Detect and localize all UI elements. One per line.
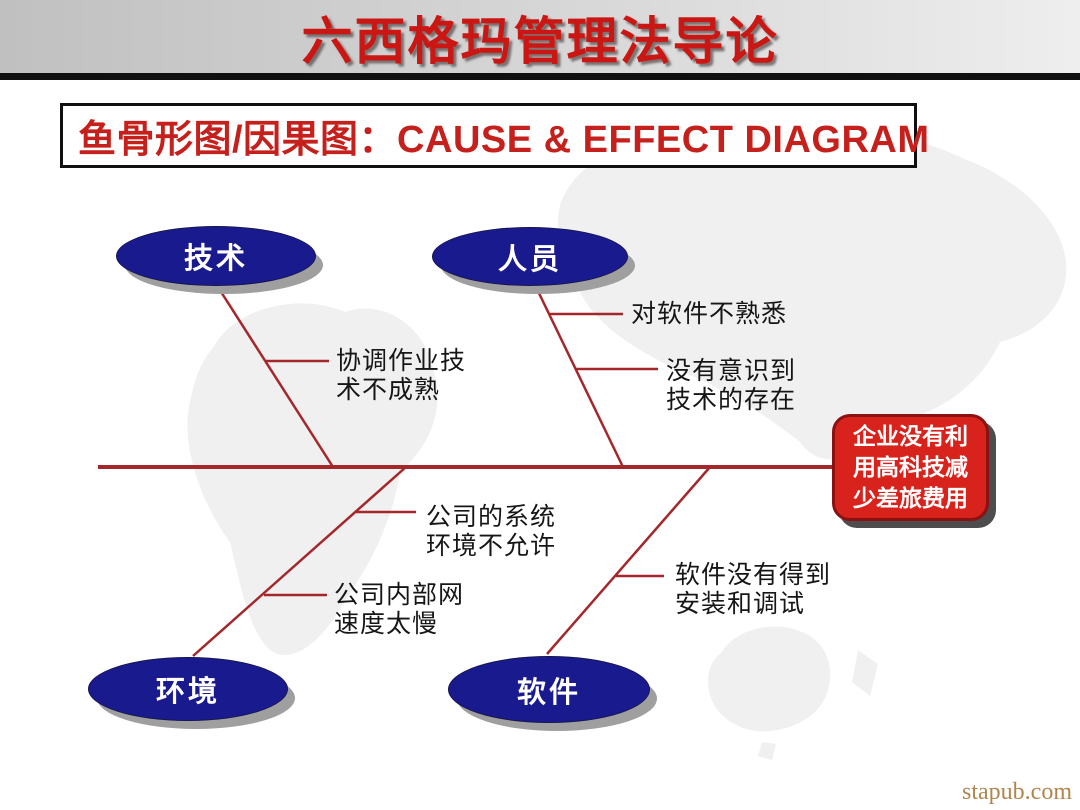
cause-label-environment-2: 公司内部网 速度太慢 <box>334 581 465 638</box>
map-continent-africa <box>187 303 438 656</box>
map-island-tasmania <box>758 742 776 760</box>
header-divider-bar <box>0 73 1080 80</box>
subtitle-box: 鱼骨形图/因果图：CAUSE & EFFECT DIAGRAM <box>60 103 929 168</box>
node-personnel: 人员 <box>432 227 628 286</box>
map-island-newzealand <box>852 650 878 696</box>
cause-label-environment-1: 公司的系统 环境不允许 <box>426 503 557 560</box>
bone-environment <box>192 466 407 657</box>
node-personnel-label: 人员 <box>497 243 562 276</box>
node-software: 软件 <box>448 656 650 723</box>
bone-personnel <box>534 286 625 468</box>
map-continent-australia <box>708 626 831 732</box>
map-continent-eurasia <box>558 128 1067 460</box>
cause-label-software-1: 软件没有得到 安装和调试 <box>675 561 832 618</box>
node-technology: 技术 <box>116 226 316 286</box>
bone-software <box>546 466 711 655</box>
site-watermark: stapub.com <box>962 779 1072 805</box>
cause-label-personnel-2: 没有意识到 技术的存在 <box>666 357 797 414</box>
node-environment: 环境 <box>88 657 288 721</box>
subtitle-text: 鱼骨形图/因果图：CAUSE & EFFECT DIAGRAM <box>78 119 930 161</box>
node-software-label: 软件 <box>516 676 581 709</box>
cause-label-technology-1: 协调作业技 术不成熟 <box>336 347 467 404</box>
slide-title: 六西格玛管理法导论 <box>301 12 779 70</box>
cause-label-personnel-1: 对软件不熟悉 <box>631 300 788 328</box>
title-banner: 六西格玛管理法导论 <box>0 0 1080 73</box>
bone-technology <box>214 283 335 468</box>
effect-box: 企业没有利 用高科技减 少差旅费用 <box>832 414 989 521</box>
node-environment-label: 环境 <box>155 676 220 708</box>
node-technology-label: 技术 <box>183 243 248 275</box>
